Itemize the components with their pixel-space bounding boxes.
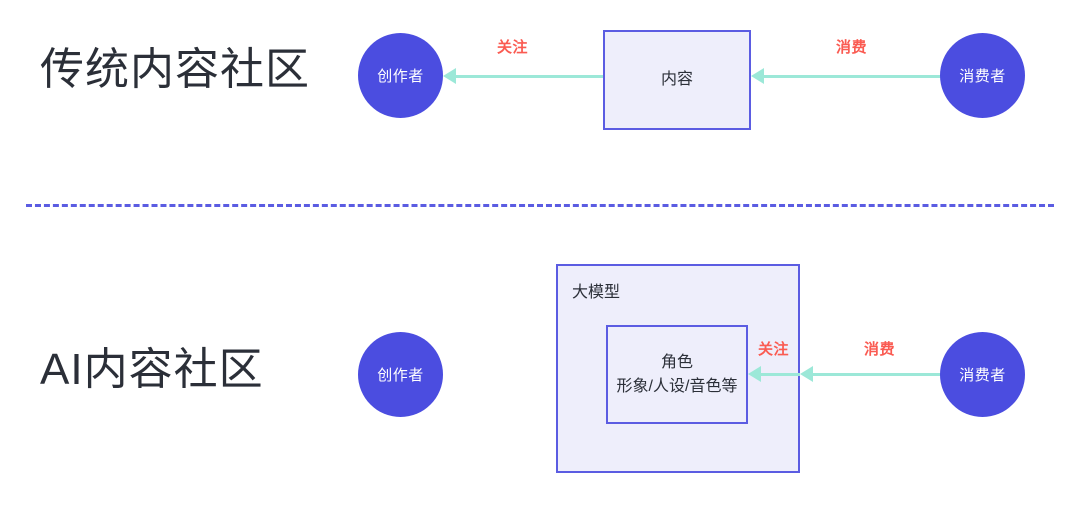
arrow-head-left-icon (751, 68, 764, 84)
actor-consumer-traditional-label: 消费者 (959, 68, 1006, 85)
actor-creator-ai[interactable]: 创作者 (358, 332, 443, 417)
actor-consumer-ai-label: 消费者 (959, 367, 1006, 384)
section-divider (26, 204, 1054, 207)
node-large-model-label: 大模型 (572, 284, 621, 301)
actor-consumer-traditional[interactable]: 消费者 (940, 33, 1025, 118)
arrow-consume-ai (800, 366, 943, 382)
node-content-label: 内容 (660, 71, 693, 89)
section-title-ai: AI内容社区 (40, 345, 264, 394)
actor-creator-traditional[interactable]: 创作者 (358, 33, 443, 118)
section-title-traditional: 传统内容社区 (40, 45, 310, 94)
arrow-label-follow-ai: 关注 (758, 341, 790, 358)
arrow-shaft (812, 372, 943, 376)
arrow-label-follow-traditional: 关注 (497, 39, 529, 56)
arrow-shaft (763, 74, 943, 78)
arrow-head-left-icon (748, 366, 761, 382)
node-role-box[interactable]: 角色 形象/人设/音色等 (606, 325, 748, 424)
arrow-consume-traditional (751, 68, 943, 84)
arrow-label-consume-traditional: 消费 (836, 39, 868, 56)
arrow-head-left-icon (800, 366, 813, 382)
arrow-follow-ai (748, 366, 800, 382)
arrow-shaft (455, 74, 603, 78)
arrow-label-consume-ai: 消费 (864, 341, 896, 358)
actor-creator-traditional-label: 创作者 (377, 68, 424, 85)
actor-creator-ai-label: 创作者 (377, 367, 424, 384)
node-role-title: 角色 (660, 354, 693, 372)
arrow-head-left-icon (443, 68, 456, 84)
node-role-detail: 形象/人设/音色等 (616, 377, 738, 395)
node-content-box[interactable]: 内容 (603, 30, 751, 130)
arrow-follow-traditional (443, 68, 603, 84)
arrow-shaft (760, 372, 800, 376)
actor-consumer-ai[interactable]: 消费者 (940, 332, 1025, 417)
